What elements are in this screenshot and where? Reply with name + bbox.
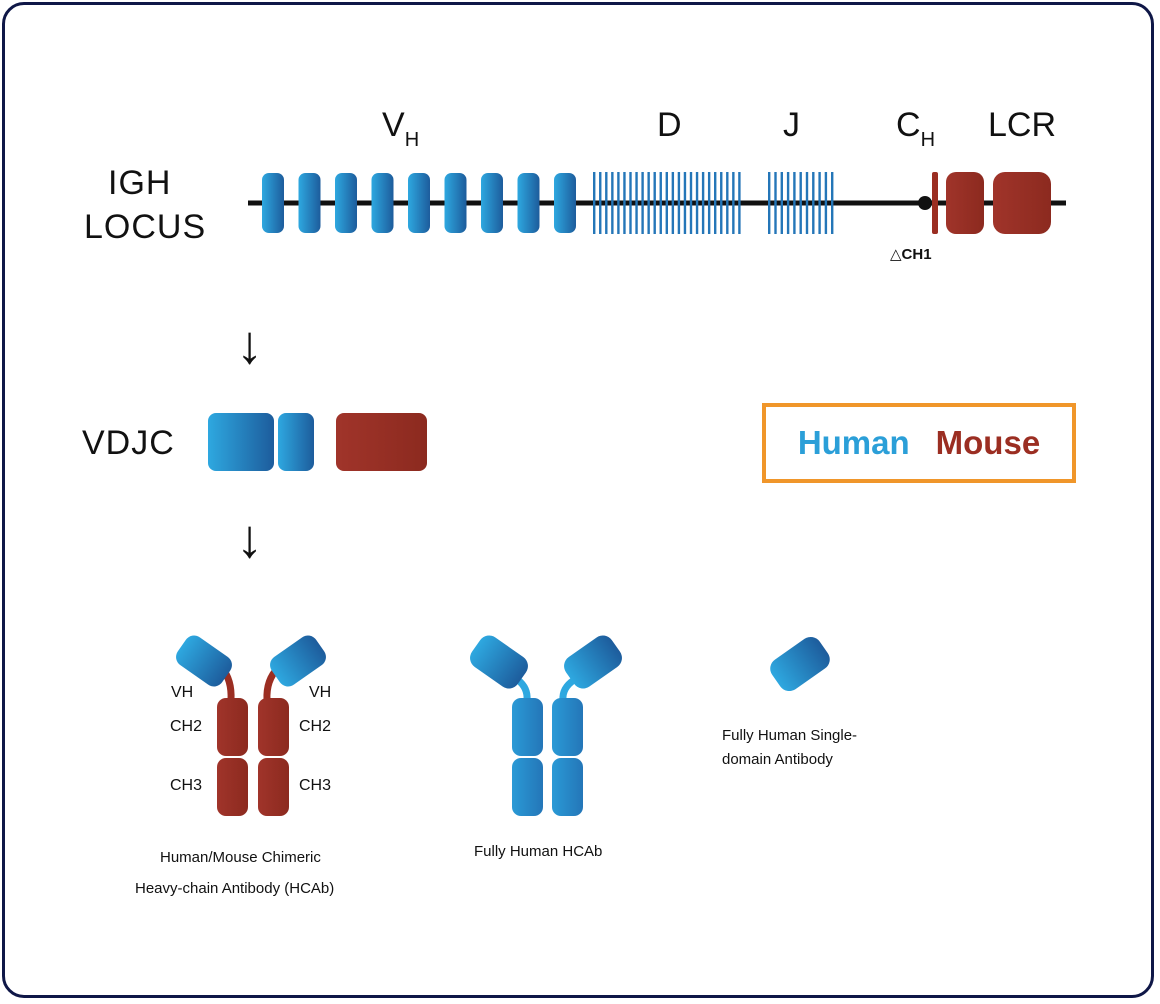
locus-label-igh: IGH: [108, 164, 172, 202]
d-segment-line: [707, 172, 711, 234]
d-segment-line: [623, 172, 626, 234]
j-segment-group: [768, 172, 834, 234]
d-segment-line: [635, 172, 638, 234]
segment-label-vh: VH: [382, 106, 420, 151]
ch1-deletion-marker: [918, 196, 932, 210]
human-ch2-right: [552, 698, 583, 756]
d-segment-line: [629, 172, 632, 234]
d-segment-line: [671, 172, 675, 234]
segment-label-lcr: LCR: [988, 106, 1057, 144]
chimeric-caption-line1: Human/Mouse Chimeric: [160, 849, 321, 866]
vdjc-label: VDJC: [82, 424, 175, 462]
ch-thin-exon: [932, 172, 938, 234]
vdjc-dj-block: [278, 413, 314, 471]
vdjc-v-block: [208, 413, 274, 471]
human-ch3-right: [552, 758, 583, 816]
j-segment-line: [805, 172, 809, 234]
d-segment-line: [599, 172, 602, 234]
chimeric-vh-right-label: VH: [309, 684, 332, 701]
ch1-deletion-label: △CH1: [890, 246, 932, 263]
legend-human: Human: [797, 424, 910, 461]
legend-mouse: Mouse: [935, 424, 1041, 461]
d-segment-line: [593, 172, 596, 234]
human-hinge-right: [559, 677, 577, 701]
chimeric-ch3-left: [217, 758, 248, 816]
vh-exon: [554, 173, 576, 233]
chimeric-ch2-left: [217, 698, 248, 756]
d-segment-line: [689, 172, 693, 234]
vh-exon: [371, 173, 394, 233]
vh-exon: [335, 173, 357, 233]
d-segment-line: [732, 172, 735, 234]
d-segment-line: [714, 172, 717, 234]
d-segment-line: [611, 172, 614, 234]
chimeric-vh-left: [176, 635, 232, 687]
lcr-exon: [993, 172, 1051, 234]
down-arrow-icon: ↓: [236, 315, 263, 375]
vh-exon: [517, 173, 540, 233]
j-segment-line: [786, 172, 790, 234]
vh-exon: [262, 173, 284, 233]
j-segment-line: [780, 172, 783, 234]
human-vh-left: [470, 635, 528, 689]
d-segment-line: [683, 172, 687, 234]
d-segment-line: [605, 172, 608, 234]
segment-label-ch: CH: [896, 106, 936, 151]
down-arrow-icon: ↓: [236, 509, 263, 569]
chimeric-ch2-right-label: CH2: [299, 718, 332, 735]
chimeric-ch3-right: [258, 758, 289, 816]
vh-exon: [298, 173, 321, 233]
d-segment-line: [647, 172, 650, 234]
j-segment-line: [768, 172, 771, 234]
j-segment-line: [799, 172, 802, 234]
chimeric-vh-left-label: VH: [171, 684, 194, 701]
chimeric-hcab: [176, 635, 326, 816]
chimeric-ch3-left-label: CH3: [170, 777, 203, 794]
d-segment-line: [653, 172, 656, 234]
segment-label-j: J: [783, 106, 800, 144]
vh-exon: [408, 173, 430, 233]
fully-human-caption: Fully Human HCAb: [474, 843, 603, 860]
chimeric-caption-line2: Heavy-chain Antibody (HCAb): [135, 880, 335, 897]
d-segment-line: [659, 172, 662, 234]
single-domain-caption-line1: Fully Human Single-: [722, 727, 858, 744]
d-segment-line: [738, 172, 741, 234]
human-hinge-left: [515, 677, 531, 701]
species-legend: Human Mouse: [762, 403, 1076, 483]
d-segment-line: [701, 172, 705, 234]
vh-exon-group: [262, 173, 576, 233]
human-vh-right: [564, 635, 622, 689]
human-ch3-left: [512, 758, 543, 816]
j-segment-line: [812, 172, 815, 234]
d-segment-line: [720, 172, 723, 234]
j-segment-line: [818, 172, 821, 234]
segment-label-d: D: [657, 106, 682, 144]
human-ch2-left: [512, 698, 543, 756]
chimeric-vh-right: [270, 635, 326, 687]
vh-exon: [481, 173, 503, 233]
fully-human-hcab: [470, 635, 622, 816]
j-segment-line: [774, 172, 777, 234]
d-segment-line: [641, 172, 644, 234]
d-segment-line: [665, 172, 668, 234]
d-segment-line: [617, 172, 620, 234]
single-domain-vh: [770, 636, 830, 692]
j-segment-line: [793, 172, 796, 234]
single-domain-caption-line2: domain Antibody: [722, 751, 833, 768]
d-segment-line: [726, 172, 729, 234]
vh-exon: [444, 173, 467, 233]
vdjc-c-block: [336, 413, 427, 471]
ch-exon: [946, 172, 984, 234]
locus-label-locus: LOCUS: [84, 208, 207, 246]
chimeric-ch3-right-label: CH3: [299, 777, 332, 794]
d-segment-group: [593, 172, 741, 234]
j-segment-line: [831, 172, 834, 234]
j-segment-line: [824, 172, 828, 234]
d-segment-line: [677, 172, 681, 234]
chimeric-ch2-right: [258, 698, 289, 756]
chimeric-ch2-left-label: CH2: [170, 718, 203, 735]
d-segment-line: [695, 172, 699, 234]
